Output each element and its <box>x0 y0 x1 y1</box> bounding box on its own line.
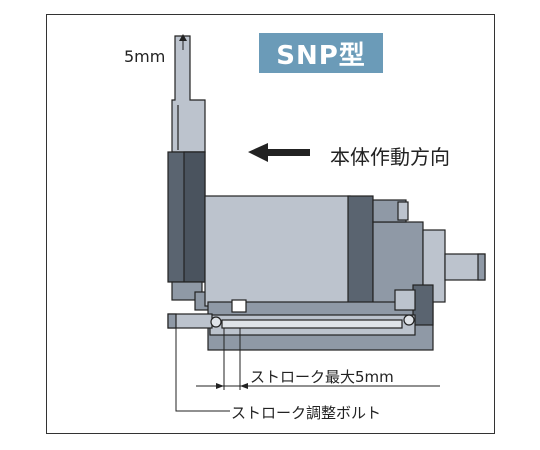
plate-lower-inner <box>183 151 206 283</box>
base-pocket <box>231 299 247 313</box>
plate-top <box>171 35 206 153</box>
direction-arrow-icon <box>248 143 310 162</box>
body-right-top-cap <box>397 201 409 221</box>
stroke-arrow-right-icon <box>240 383 248 389</box>
top-offset-arrow-icon <box>179 34 187 41</box>
main-body <box>204 195 351 307</box>
right-upright <box>412 284 434 326</box>
slide-bar-inner <box>221 319 403 329</box>
screw-left-icon <box>210 316 222 328</box>
adjust-bolt-label: ストローク調整ボルト <box>231 404 382 422</box>
body-band <box>347 195 374 307</box>
base-step <box>394 289 416 311</box>
direction-label: 本体作動方向 <box>330 145 450 169</box>
adjust-bolt-head <box>167 313 177 329</box>
title-badge: SNP型 <box>259 33 383 73</box>
screw-right-icon <box>403 314 415 326</box>
stroke-max-label: ストローク最大5mm <box>250 368 394 386</box>
rod-end <box>477 253 486 281</box>
bolt-leader <box>175 328 230 412</box>
stroke-arrow-left-icon <box>216 383 224 389</box>
top-offset-label: 5mm <box>124 47 166 66</box>
